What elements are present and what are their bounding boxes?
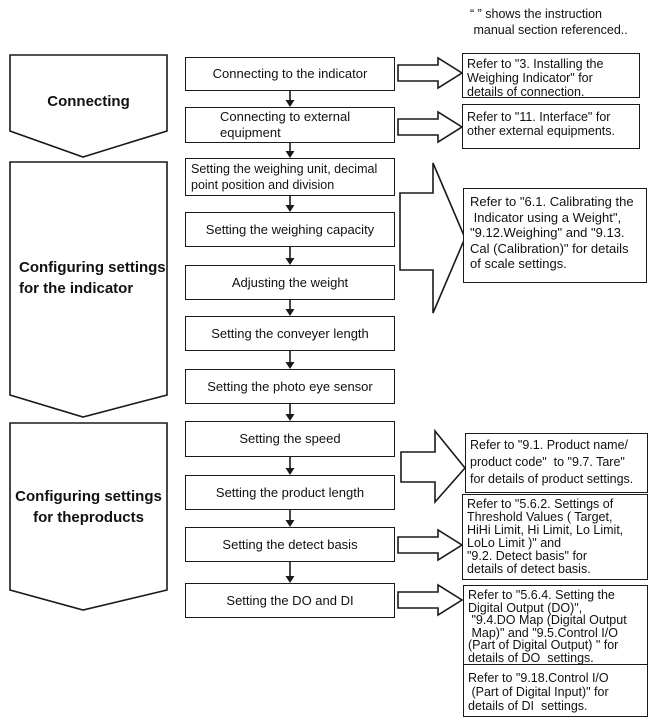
- block-arrow-icon: [397, 528, 464, 562]
- big-block-arrow-icon: [399, 162, 466, 314]
- step-connect-external: Connecting to external equipment: [185, 107, 395, 143]
- stage-product-settings-label: Configuring settings for theproducts: [15, 488, 162, 526]
- stage-product-settings-shape: [9, 422, 168, 611]
- flow-arrow-icon: [285, 143, 295, 158]
- step-photo-eye-sensor: Setting the photo eye sensor: [185, 369, 395, 404]
- ref-note-product-settings: Refer to "9.1. Product name/ product cod…: [465, 433, 648, 493]
- step-conveyer-length: Setting the conveyer length: [185, 316, 395, 351]
- step-detect-basis: Setting the detect basis: [185, 527, 395, 562]
- flow-arrow-icon: [285, 196, 295, 212]
- flow-arrow-icon: [285, 510, 295, 527]
- flow-arrow-icon: [285, 247, 295, 265]
- stage-connecting-label: Connecting: [47, 93, 130, 110]
- flow-arrow-icon: [285, 300, 295, 316]
- manual-reference-note: “ ” shows the instruction manual section…: [470, 7, 628, 37]
- step-connect-indicator: Connecting to the indicator: [185, 57, 395, 91]
- step-weighing-unit: Setting the weighing unit, decimal point…: [185, 158, 395, 196]
- flow-arrow-icon: [285, 457, 295, 475]
- step-product-length: Setting the product length: [185, 475, 395, 510]
- big-block-arrow-icon: [400, 428, 467, 505]
- stage-indicator-settings-shape: [9, 161, 168, 418]
- flow-arrow-icon: [285, 351, 295, 369]
- ref-note-calibration: Refer to "6.1. Calibrating the Indicator…: [463, 188, 647, 283]
- step-adjust-weight: Adjusting the weight: [185, 265, 395, 300]
- step-weighing-capacity: Setting the weighing capacity: [185, 212, 395, 247]
- block-arrow-icon: [397, 583, 464, 617]
- block-arrow-icon: [397, 56, 464, 90]
- ref-note-interface: Refer to "11. Interface" for other exter…: [462, 104, 640, 149]
- flow-arrow-icon: [285, 562, 295, 583]
- flow-arrow-icon: [285, 404, 295, 421]
- step-do-di: Setting the DO and DI: [185, 583, 395, 618]
- stage-connecting-shape: [9, 54, 168, 158]
- step-speed: Setting the speed: [185, 421, 395, 457]
- ref-note-do-settings: Refer to "5.6.4. Setting the Digital Out…: [463, 585, 648, 666]
- ref-note-connection: Refer to "3. Installing the Weighing Ind…: [462, 53, 640, 99]
- ref-note-threshold: Refer to "5.6.2. Settings of Threshold V…: [462, 494, 648, 580]
- flow-arrow-icon: [285, 91, 295, 107]
- block-arrow-icon: [397, 110, 464, 144]
- stage-indicator-settings-label: Configuring settings for the indicator: [19, 259, 166, 297]
- ref-note-di-settings: Refer to "9.18.Control I/O (Part of Digi…: [463, 664, 648, 717]
